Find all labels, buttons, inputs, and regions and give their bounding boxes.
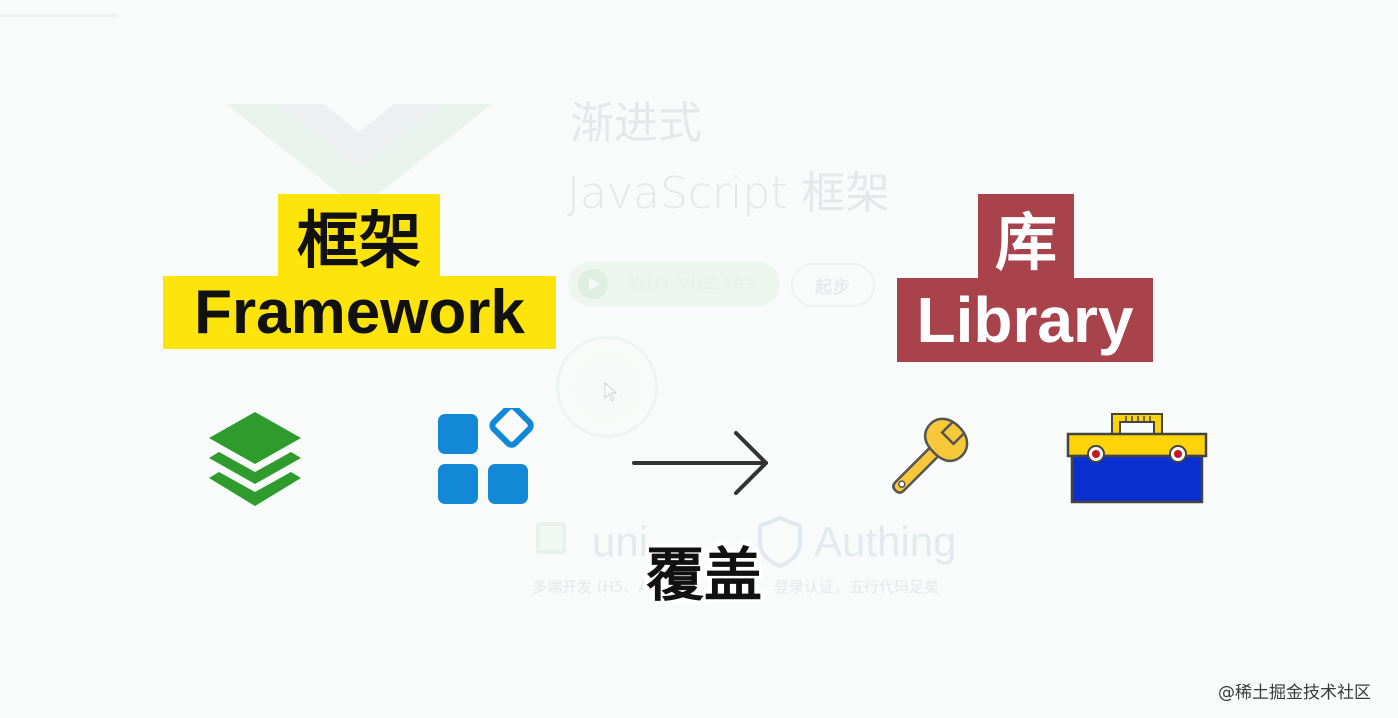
cursor-icon	[604, 382, 618, 402]
shield-icon	[758, 516, 802, 568]
apps-grid-icon	[438, 408, 534, 504]
top-bar-fragment	[0, 14, 118, 17]
toolbox-icon	[1066, 413, 1208, 504]
framework-en-label: Framework	[163, 276, 556, 349]
bg-sponsor-note-left: 多端开发 (H5、A	[532, 578, 649, 596]
library-en-label: Library	[897, 278, 1153, 362]
layers-icon	[209, 412, 301, 506]
uni-logo-faded	[536, 522, 566, 554]
bg-why-vue-button: WHY VUE.JS?	[568, 262, 780, 306]
bg-title-line2: JavaScript 框架	[567, 168, 890, 219]
caption-text: 覆盖	[646, 541, 763, 609]
bg-sponsor-uni: uni	[592, 518, 649, 565]
right-arrow-icon	[632, 431, 768, 495]
bg-start-button: 起步	[791, 263, 875, 307]
bg-why-vue-label: WHY VUE.JS?	[630, 274, 756, 293]
wrench-icon	[892, 417, 969, 494]
framework-cn-label: 框架	[278, 194, 440, 277]
vue-logo-faded	[226, 104, 492, 209]
library-cn-label: 库	[978, 194, 1074, 279]
play-icon	[578, 269, 608, 299]
watermark: @稀土掘金技术社区	[1218, 683, 1371, 703]
bg-sponsor-note-right: 登录认证，五行代码足矣	[774, 578, 940, 596]
bg-title-line1: 渐进式	[570, 98, 702, 149]
bg-sponsor-authing: Authing	[814, 518, 957, 565]
bg-start-label: 起步	[815, 277, 851, 297]
